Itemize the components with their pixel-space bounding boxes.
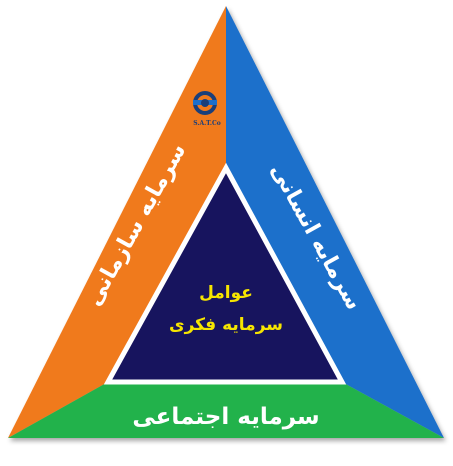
satco-logo-text: S.A.T.Co — [193, 120, 221, 127]
bottom-side-label: سرمایه اجتماعی — [132, 404, 319, 430]
satco-logo-icon — [193, 91, 217, 115]
center-title-line1: عوامل — [199, 283, 253, 303]
bottom-segment-social-capital — [8, 382, 444, 438]
right-segment-human-capital — [226, 6, 444, 438]
left-segment-organizational-capital — [8, 6, 226, 438]
center-triangle — [103, 162, 347, 385]
center-title-line2: سرمایه فکری — [169, 315, 283, 335]
satco-logo: S.A.T.Co — [193, 91, 221, 127]
